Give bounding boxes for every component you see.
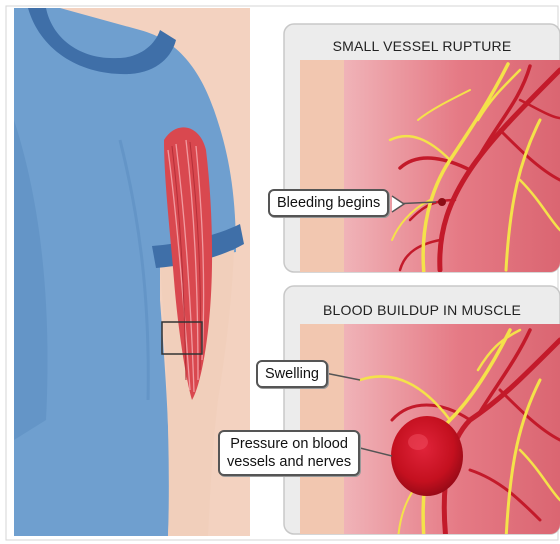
panel-top-title: SMALL VESSEL RUPTURE <box>284 38 560 54</box>
callout-swelling: Swelling <box>256 360 328 388</box>
panel-top <box>284 24 560 280</box>
blood-pool <box>391 416 463 496</box>
panel-bottom <box>284 286 560 544</box>
callout-pressure-line2: vessels and nerves <box>227 453 351 471</box>
callout-pressure: Pressure on blood vessels and nerves <box>218 430 360 476</box>
panel-bottom-title: BLOOD BUILDUP IN MUSCLE <box>284 302 560 318</box>
bleed-point <box>438 198 446 206</box>
callout-bleeding-begins: Bleeding begins <box>268 189 389 217</box>
callout-pressure-line1: Pressure on blood <box>227 435 351 453</box>
